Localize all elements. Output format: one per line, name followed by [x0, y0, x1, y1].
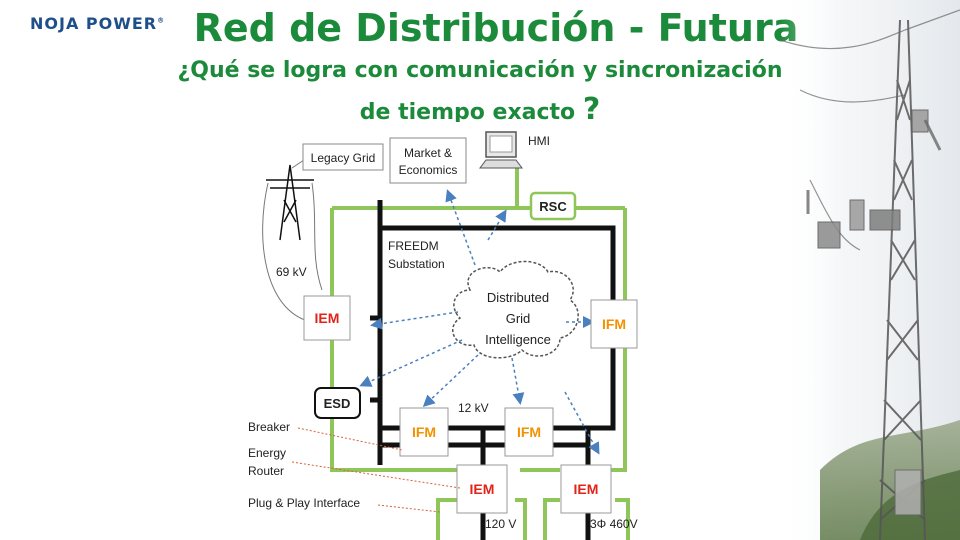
iem-label: IEM: [315, 310, 340, 326]
kv12-label: 12 kV: [458, 401, 489, 415]
iem-label: IEM: [574, 481, 599, 497]
iem-box-bottom-2: IEM: [560, 464, 612, 514]
energy-router-label-2: Router: [248, 464, 284, 478]
ifm-box-lower-2: IFM: [504, 407, 554, 457]
hmi-label: HMI: [528, 134, 550, 148]
esd-box: ESD: [314, 387, 361, 419]
market-economics-box: Market & Economics: [389, 137, 467, 184]
ifm-label: IFM: [412, 424, 436, 440]
transmission-tower-icon: [266, 164, 314, 241]
rsc-box: RSC: [529, 191, 577, 221]
slide-title: Red de Distribución - Futura: [193, 6, 799, 50]
esd-label: ESD: [324, 396, 351, 411]
breaker-label: Breaker: [248, 420, 290, 434]
energy-router-label-1: Energy: [248, 446, 286, 460]
v460-label: 3Φ 460V: [590, 517, 638, 531]
economics-label: Economics: [399, 163, 458, 177]
ifm-box-right: IFM: [590, 299, 638, 349]
iem-box-bottom-1: IEM: [456, 464, 508, 514]
legacy-grid-label: Legacy Grid: [311, 151, 376, 165]
slide-subtitle-line2: de tiempo exacto ?: [359, 92, 601, 122]
intelligence-arrows: [359, 189, 600, 455]
noja-power-logo: NOJA POWER®: [30, 14, 166, 33]
iem-label: IEM: [470, 481, 495, 497]
substation-label-1: FREEDM: [388, 239, 439, 253]
legacy-grid-cable: [262, 159, 323, 321]
annotation-leaders: [291, 427, 461, 513]
ifm-box-lower-1: IFM: [399, 407, 449, 457]
substation-label-2: Substation: [388, 257, 445, 271]
legacy-grid-box: Legacy Grid: [302, 143, 384, 171]
dgi-label-3: Intelligence: [485, 332, 551, 347]
dgi-label-2: Grid: [506, 311, 531, 326]
v120-label: 120 V: [485, 517, 516, 531]
dgi-label-1: Distributed: [487, 290, 549, 305]
slide-subtitle-line1: ¿Qué se logra con comunicación y sincron…: [177, 58, 783, 83]
kv69-label: 69 kV: [276, 265, 307, 279]
plug-play-label: Plug & Play Interface: [248, 496, 360, 510]
ifm-label: IFM: [517, 424, 541, 440]
distributed-grid-intelligence-cloud: Distributed Grid Intelligence: [452, 260, 579, 359]
ifm-label: IFM: [602, 316, 626, 332]
power-pole-photo: [780, 0, 960, 540]
hmi-computer-icon: [479, 131, 523, 169]
market-label: Market &: [404, 146, 452, 160]
iem-box-left: IEM: [303, 295, 351, 341]
rsc-label: RSC: [539, 199, 567, 214]
